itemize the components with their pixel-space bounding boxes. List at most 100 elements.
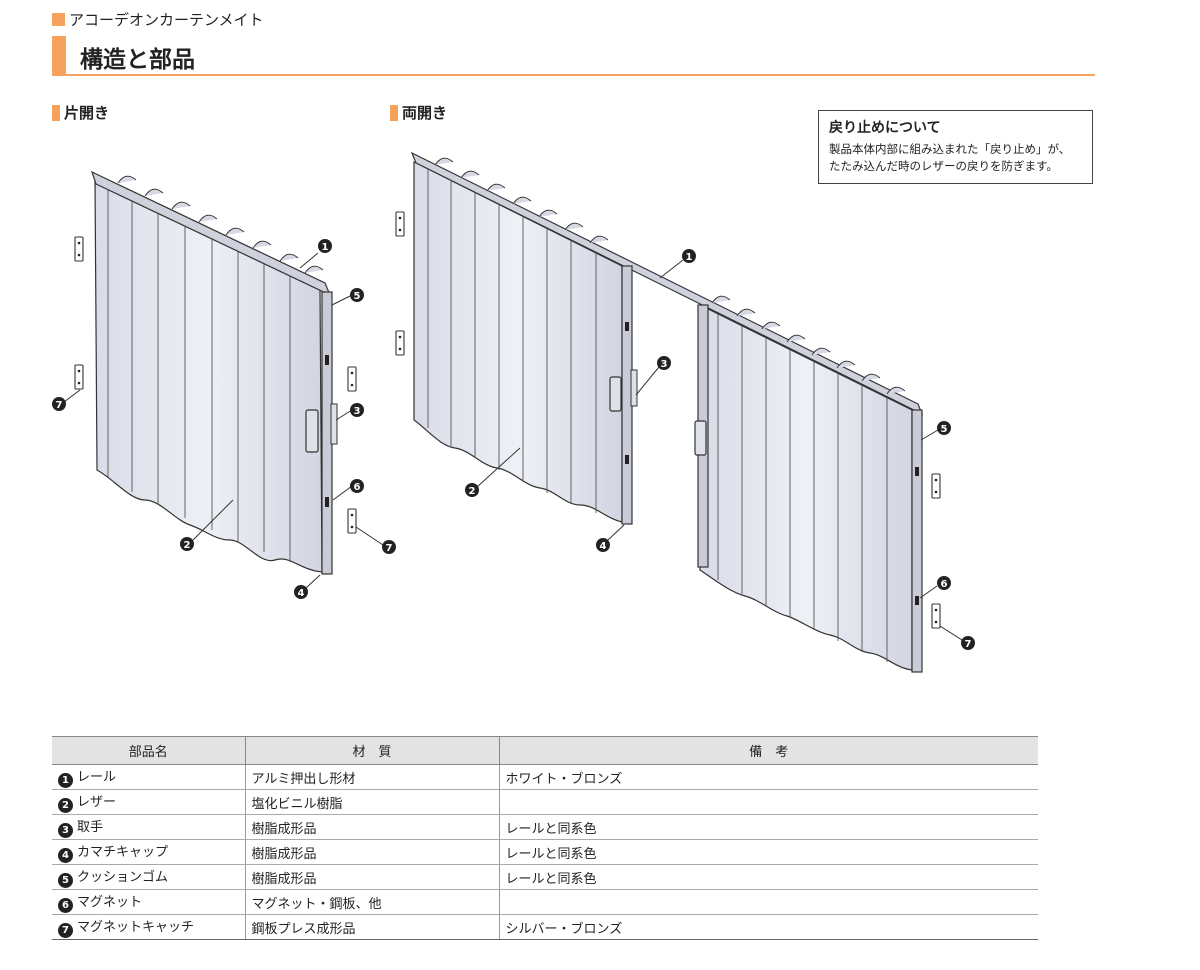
single-magnet-catches [74,236,357,534]
part-name: 取手 [77,820,104,835]
svg-text:3: 3 [661,359,668,370]
svg-text:6: 6 [354,482,361,493]
part-name: マグネット [77,895,143,910]
single-door-curtain: 1 5 3 6 7 7 2 4 [52,170,396,599]
col-header-part-name: 部品名 [52,736,246,765]
material-cell: アルミ押出し形材 [245,764,500,790]
svg-text:3: 3 [354,406,361,417]
material-cell: 樹脂成形品 [245,864,500,890]
callout-2: 2 [465,483,479,497]
table-header-row: 部品名 材 質 備 考 [52,736,1038,765]
material-cell: 樹脂成形品 [245,839,500,865]
parts-table: 部品名 材 質 備 考 1 レール アルミ押出し形材ホワイト・ブロンズ 2 レザー 塩化ビ… [52,736,1038,940]
remarks-cell: レールと同系色 [499,839,1038,865]
part-name-cell: 1 レール [52,764,246,790]
callout-3: 3 [657,356,671,370]
part-number-badge: 7 [58,923,73,938]
orange-square-icon [52,13,65,26]
orange-bar-icon [52,104,60,121]
table-row: 2 レザー 塩化ビニル樹脂 [52,789,1038,815]
col-header-remarks: 備 考 [499,736,1038,765]
section-title: 構造と部品 [80,47,195,73]
part-number-badge: 3 [58,823,73,838]
remarks-cell: シルバー・ブロンズ [499,914,1038,940]
callout-5: 5 [937,421,951,435]
svg-text:5: 5 [941,424,948,435]
part-name-cell: 2 レザー [52,789,246,815]
part-name-cell: 6 マグネット [52,889,246,915]
part-number-badge: 2 [58,798,73,813]
single-handle [305,409,319,453]
double-left-handle [609,376,622,412]
material-cell: 塩化ビニル樹脂 [245,789,500,815]
part-name: レザー [77,795,117,810]
svg-text:5: 5 [354,291,361,302]
part-name-cell: 3 取手 [52,814,246,840]
svg-text:4: 4 [298,588,305,599]
svg-text:7: 7 [56,400,63,411]
callout-6: 6 [350,479,364,493]
curtain-diagram: 1 5 3 6 7 7 2 4 [52,151,975,673]
product-name: アコーデオンカーテンメイト [69,11,264,29]
single-callouts: 1 5 3 6 7 7 2 4 [52,239,396,599]
double-callouts: 1 3 2 4 5 6 7 [465,249,975,650]
table-row: 1 レール アルミ押出し形材ホワイト・ブロンズ [52,764,1038,790]
part-name: レール [77,770,117,785]
double-door-curtain: 1 3 2 4 5 6 7 [395,151,975,673]
double-rail-bumps [434,157,906,395]
double-door-heading: 両開き [390,102,447,123]
svg-text:1: 1 [322,242,329,253]
callout-5: 5 [350,288,364,302]
single-fold-lines [107,186,291,562]
remarks-cell [499,789,1038,815]
part-number-badge: 1 [58,773,73,788]
table-row: 3 取手 樹脂成形品レールと同系色 [52,814,1038,840]
double-leader-lines [476,259,963,641]
section-accent-bar [52,36,66,74]
double-left-leather [413,161,623,523]
table-row: 6 マグネット マグネット・鋼板、他 [52,889,1038,915]
part-name-cell: 5 クッションゴム [52,864,246,890]
part-number-badge: 4 [58,848,73,863]
callout-1: 1 [682,249,696,263]
table-row: 4 カマチキャップ 樹脂成形品レールと同系色 [52,839,1038,865]
part-name-cell: 4 カマチキャップ [52,839,246,865]
double-right-handle [694,420,707,456]
remarks-cell: レールと同系色 [499,814,1038,840]
single-door-heading: 片開き [52,102,109,123]
remarks-cell [499,889,1038,915]
orange-bar-icon [390,104,398,121]
svg-text:7: 7 [386,543,393,554]
double-right-leather [699,304,913,671]
callout-7: 7 [52,397,66,411]
remarks-cell: レールと同系色 [499,864,1038,890]
svg-text:7: 7 [965,639,972,650]
double-magnet-catches [395,211,941,629]
table-row: 5 クッションゴム 樹脂成形品レールと同系色 [52,864,1038,890]
stopper-note-box: 戻り止めについて 製品本体内部に組み込まれた「戻り止め」が、 たたみ込んだ時のレ… [818,110,1093,184]
col-header-material: 材 質 [245,736,500,765]
callout-4: 4 [596,538,610,552]
callout-6: 6 [937,576,951,590]
note-title: 戻り止めについて [829,120,941,136]
single-leather [94,179,323,573]
svg-text:1: 1 [686,252,693,263]
callout-4: 4 [294,585,308,599]
double-right-stile [911,409,923,673]
remarks-cell: ホワイト・ブロンズ [499,764,1038,790]
callout-2: 2 [180,537,194,551]
material-cell: マグネット・鋼板、他 [245,889,500,915]
material-cell: 樹脂成形品 [245,814,500,840]
callout-7: 7 [961,636,975,650]
part-name: クッションゴム [77,870,169,885]
part-name: カマチキャップ [77,845,169,860]
section-header: 構造と部品 [52,36,1095,76]
part-number-badge: 6 [58,898,73,913]
svg-text:4: 4 [600,541,607,552]
svg-text:2: 2 [184,540,191,551]
part-number-badge: 5 [58,873,73,888]
note-line-2: たたみ込んだ時のレザーの戻りを防ぎます。 [829,159,1058,173]
callout-7: 7 [382,540,396,554]
material-cell: 鋼板プレス成形品 [245,914,500,940]
